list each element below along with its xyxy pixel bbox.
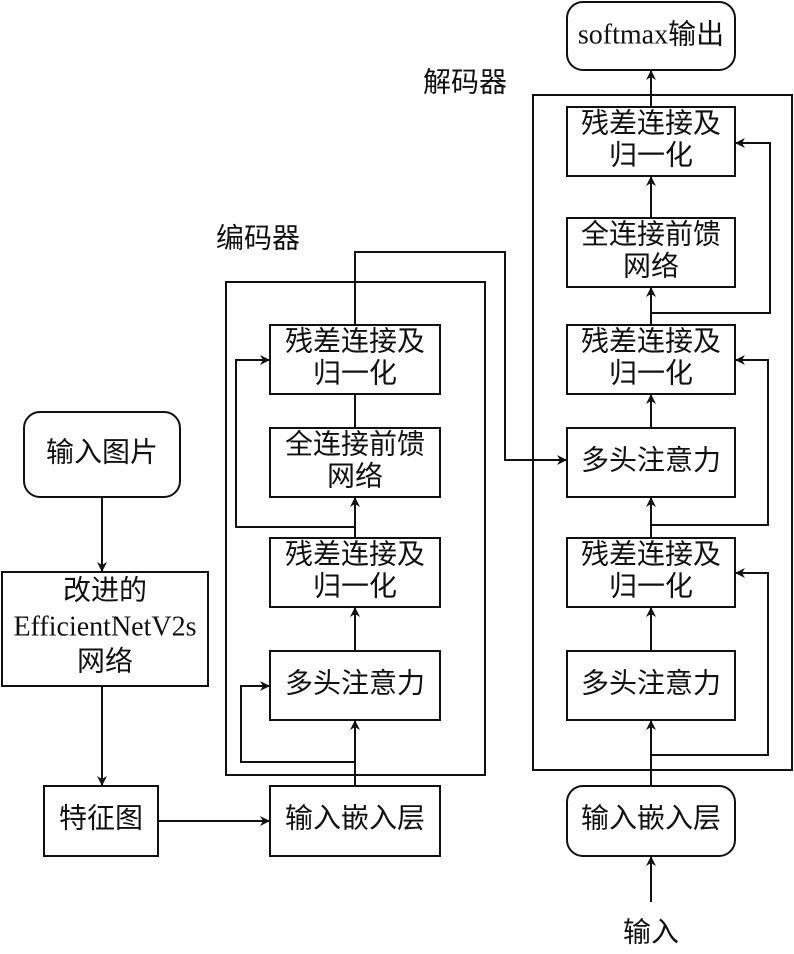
decoder-embedding-node: 输入嵌入层 xyxy=(566,785,736,857)
svg-text:归一化: 归一化 xyxy=(609,139,693,171)
decoder-output-node: softmax输出 xyxy=(566,1,736,71)
decoder-addnorm2-node: 残差连接及 归一化 xyxy=(566,324,736,395)
svg-text:网络: 网络 xyxy=(327,460,383,492)
decoder-addnorm3-node: 残差连接及 归一化 xyxy=(566,106,736,177)
decoder-ffn-node: 全连接前馈 网络 xyxy=(566,217,736,288)
svg-text:网络: 网络 xyxy=(623,250,679,282)
decoder-frame xyxy=(532,94,793,771)
svg-text:全连接前馈: 全连接前馈 xyxy=(285,428,425,460)
svg-text:多头注意力: 多头注意力 xyxy=(285,667,425,699)
residual-arrow xyxy=(235,355,355,528)
encoder-embedding-node: 输入嵌入层 xyxy=(269,785,441,857)
encoder-title: 编码器 xyxy=(216,222,300,254)
encoder-ffn-node: 全连接前馈 网络 xyxy=(269,427,441,498)
input-image-node: 输入图片 xyxy=(23,411,181,498)
svg-text:归一化: 归一化 xyxy=(609,570,693,602)
svg-text:输入嵌入层: 输入嵌入层 xyxy=(285,802,425,834)
svg-text:EfficientNetV2s: EfficientNetV2s xyxy=(14,611,197,642)
svg-text:网络: 网络 xyxy=(77,645,133,677)
svg-text:归一化: 归一化 xyxy=(313,357,397,389)
svg-text:输入嵌入层: 输入嵌入层 xyxy=(581,802,721,834)
svg-text:softmax输出: softmax输出 xyxy=(578,18,724,50)
svg-text:输入图片: 输入图片 xyxy=(46,436,158,468)
svg-text:全连接前馈: 全连接前馈 xyxy=(581,218,721,250)
svg-text:归一化: 归一化 xyxy=(313,570,397,602)
svg-text:多头注意力: 多头注意力 xyxy=(581,667,721,699)
svg-text:残差连接及: 残差连接及 xyxy=(285,538,425,570)
residual-arrow xyxy=(651,568,769,756)
svg-text:特征图: 特征图 xyxy=(59,802,143,834)
svg-text:残差连接及: 残差连接及 xyxy=(581,538,721,570)
encoder-addnorm2-node: 残差连接及 归一化 xyxy=(269,324,441,395)
svg-text:改进的: 改进的 xyxy=(63,574,147,606)
decoder-title: 解码器 xyxy=(423,66,507,98)
decoder-addnorm1-node: 残差连接及 归一化 xyxy=(566,537,736,608)
svg-text:残差连接及: 残差连接及 xyxy=(285,325,425,357)
decoder-input-label: 输入 xyxy=(623,916,679,948)
encoder-attention-node: 多头注意力 xyxy=(269,650,441,721)
svg-text:归一化: 归一化 xyxy=(609,357,693,389)
svg-text:残差连接及: 残差连接及 xyxy=(581,325,721,357)
feature-map-node: 特征图 xyxy=(43,785,159,857)
decoder-self-attention-node: 多头注意力 xyxy=(566,650,736,721)
residual-arrow xyxy=(240,681,355,763)
backbone-node: 改进的 EfficientNetV2s 网络 xyxy=(1,571,209,687)
residual-arrow xyxy=(651,355,769,526)
svg-text:多头注意力: 多头注意力 xyxy=(581,444,721,476)
encoder-to-decoder-arrow xyxy=(354,251,567,465)
decoder-cross-attention-node: 多头注意力 xyxy=(566,427,736,498)
encoder-addnorm1-node: 残差连接及 归一化 xyxy=(269,537,441,608)
svg-text:残差连接及: 残差连接及 xyxy=(581,107,721,139)
residual-arrow xyxy=(651,138,771,314)
